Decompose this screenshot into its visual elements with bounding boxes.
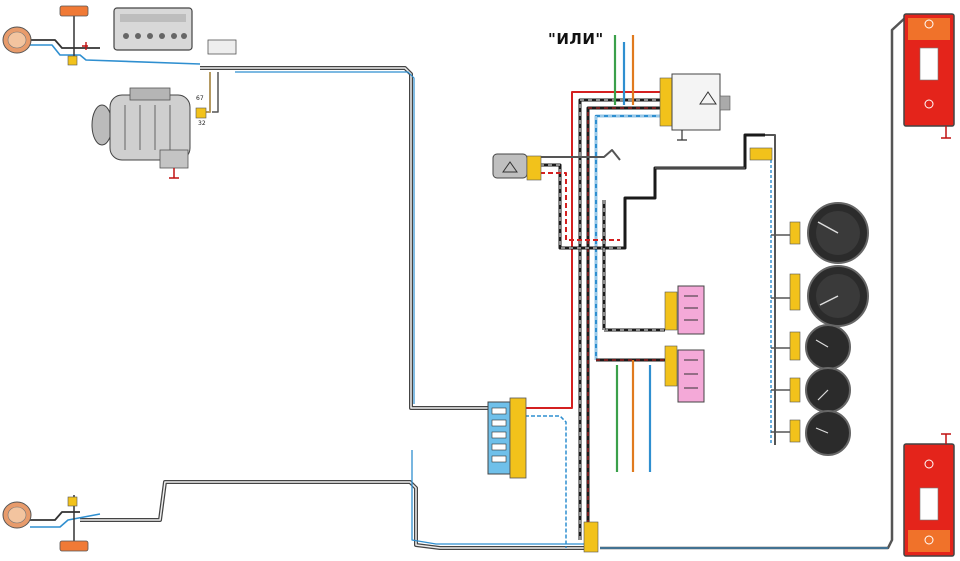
wires [30,10,906,550]
fuse-block [487,397,527,479]
rear-left-lamp [903,433,955,557]
instrument-gauges [749,147,869,456]
rear-right-lamp [903,13,955,139]
front-left-turn-lamp [2,5,89,66]
harness-bottom [80,480,585,550]
turn-signal-switch [664,345,705,403]
battery [113,7,237,55]
front-right-turn-lamp [2,496,89,552]
bottom-connector [583,521,599,553]
alt-label: "ИЛИ" [548,30,604,48]
hazard-switch [492,153,542,181]
flasher-relay [659,73,731,141]
harness-main [200,66,488,410]
generator [91,87,207,179]
light-switch [664,285,705,335]
generator-pin-67: 67 [196,95,204,102]
generator-pin-32: 32 [198,120,206,127]
